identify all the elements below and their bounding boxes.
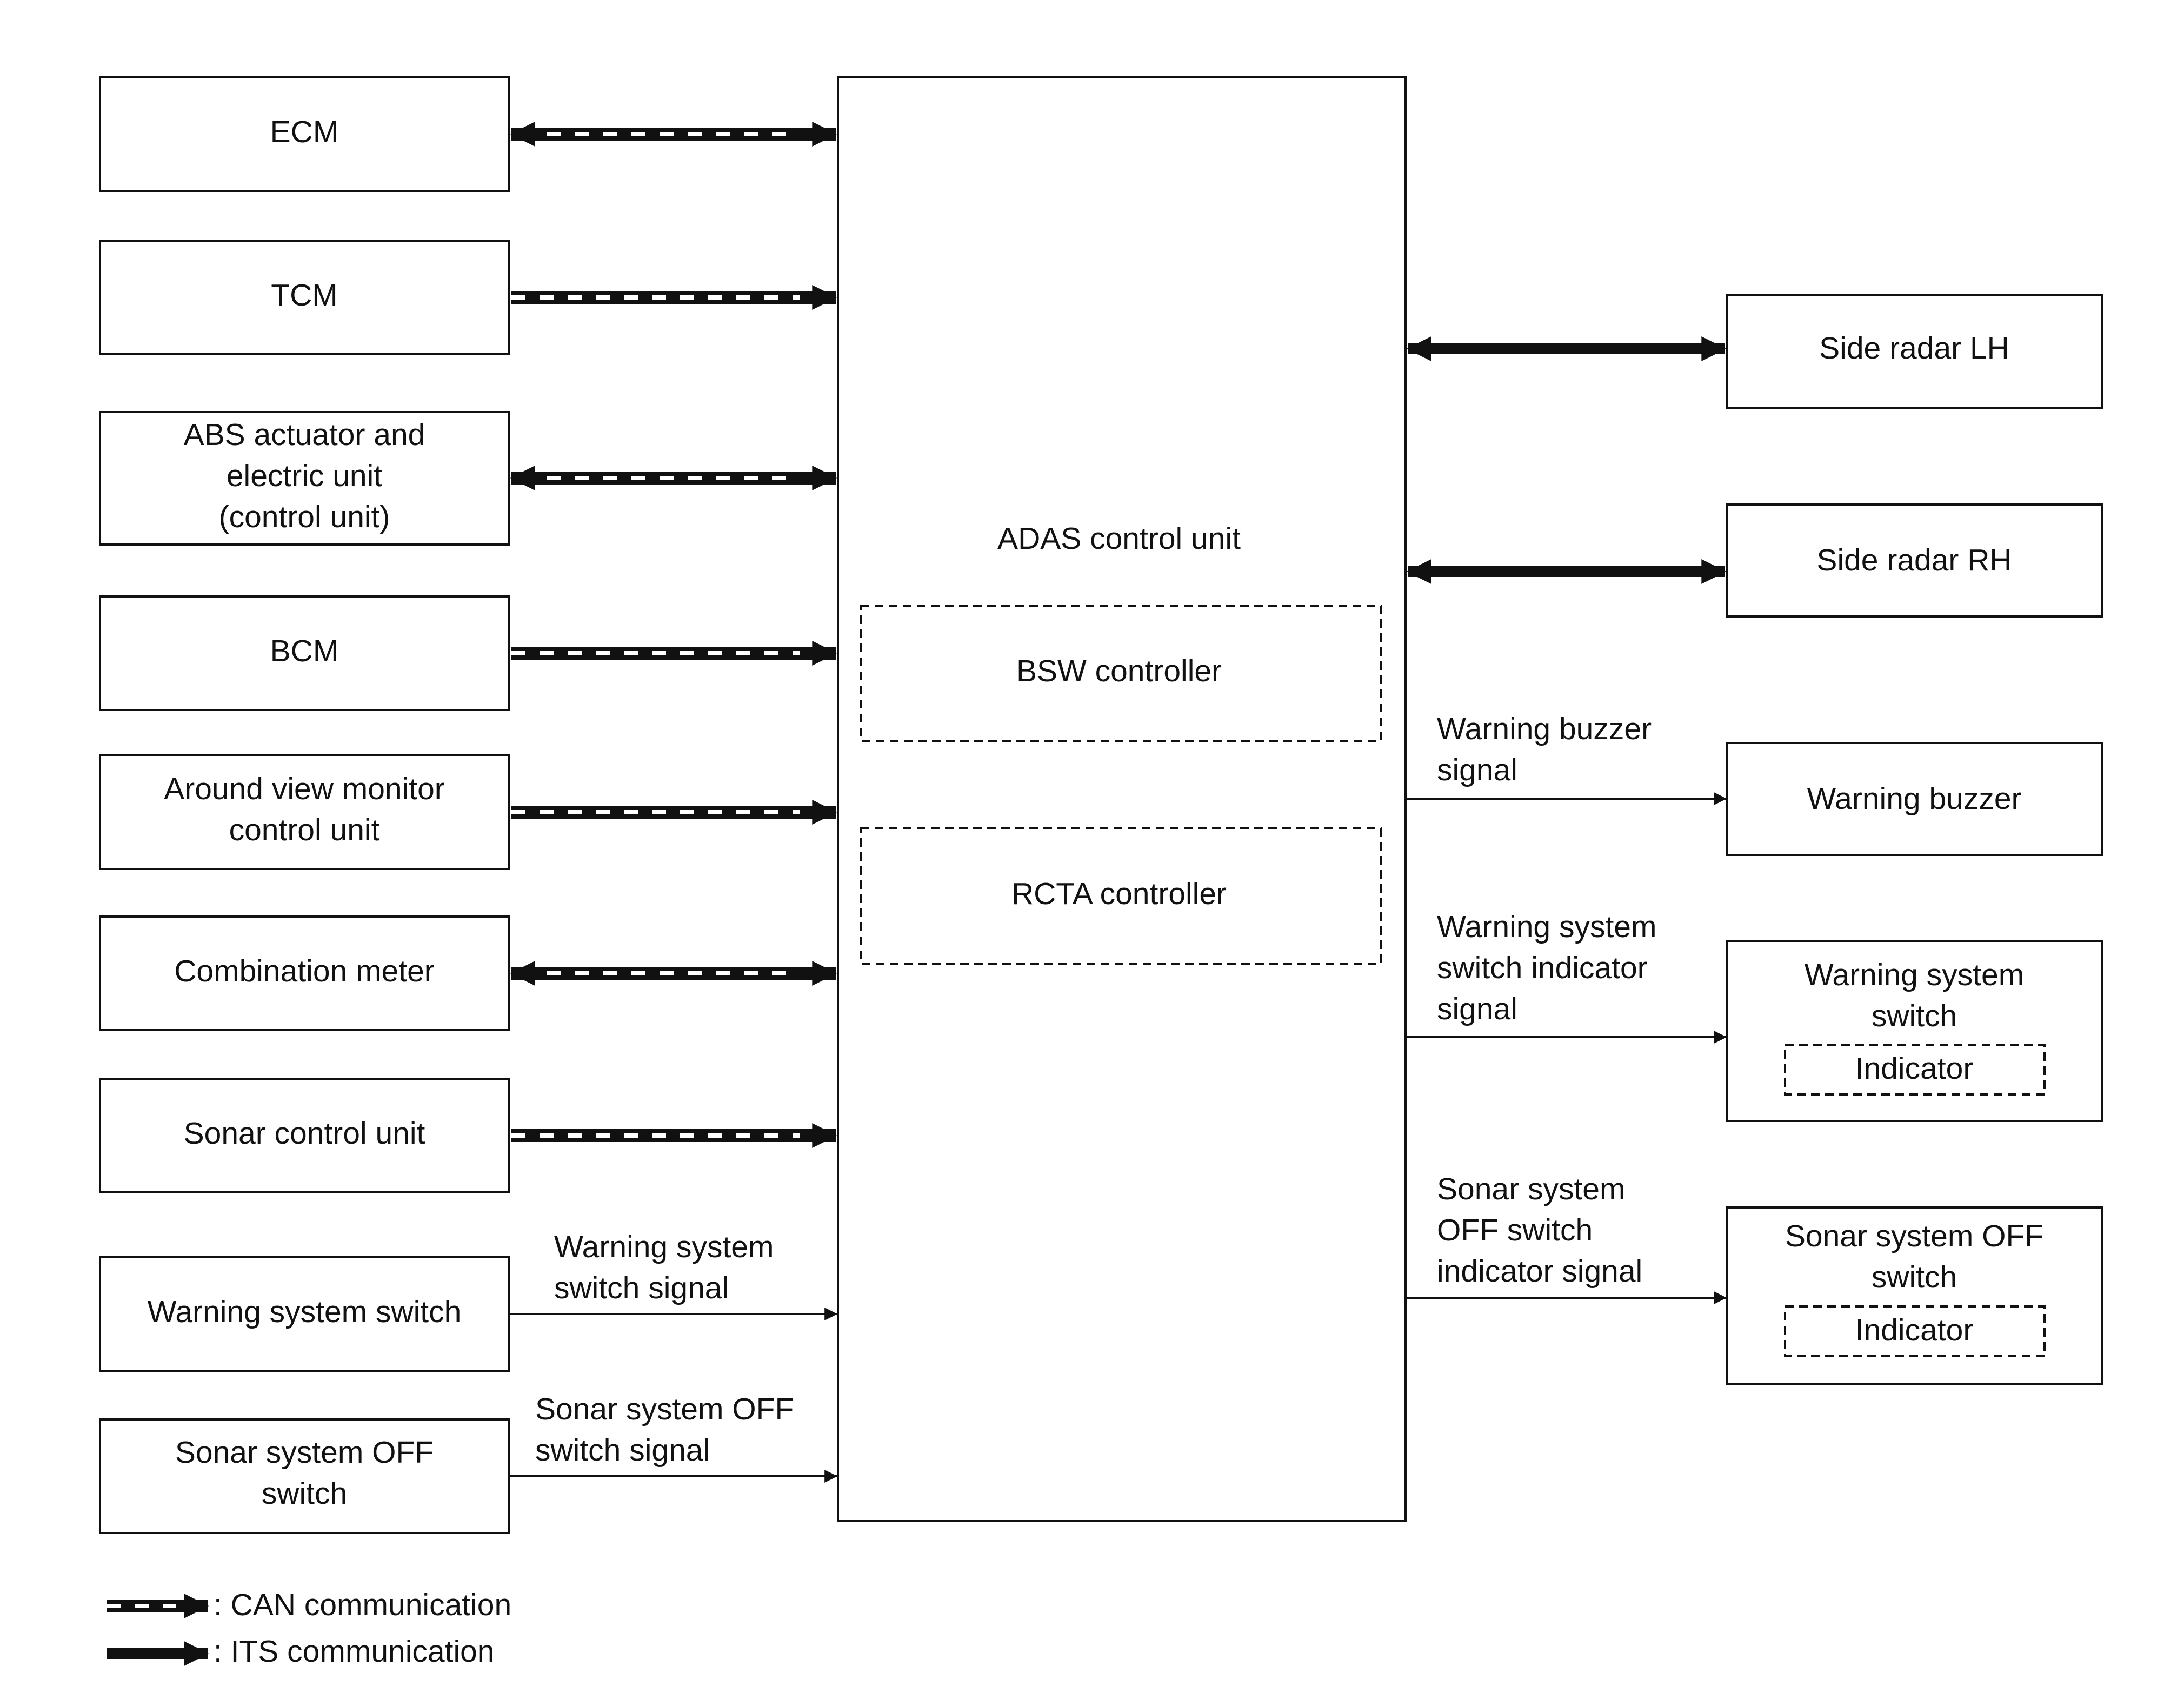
abs-label-line2: electric unit [227, 459, 382, 493]
wss-indicator-label: Indicator [1855, 1051, 1974, 1086]
sonar-control-unit-box [99, 1078, 510, 1193]
bcm-label: BCM [270, 634, 339, 668]
sonar-system-off-switch-right-box [1726, 1206, 2103, 1385]
warning-system-switch-label: Warning system switch [148, 1295, 462, 1329]
wss-signal-label-line1: Warning system [554, 1230, 774, 1264]
sonar-off-switch-label-line1: Sonar system OFF [175, 1435, 434, 1470]
sonar-off-right-label-line1: Sonar system OFF [1785, 1219, 2043, 1253]
wss-ind-signal-label-line3: signal [1437, 992, 1517, 1026]
buzzer-signal-label-line1: Warning buzzer [1437, 712, 1652, 746]
wss-ind-signal-label-line2: switch indicator [1437, 951, 1648, 985]
legend-its-label: : ITS communication [214, 1634, 495, 1669]
sonar-ind-signal-label-line1: Sonar system [1437, 1172, 1625, 1206]
warning-buzzer-label: Warning buzzer [1807, 781, 2021, 816]
warning-system-switch-box [99, 1256, 510, 1372]
adas-control-unit-label: ADAS control unit [997, 521, 1241, 556]
bcm-box [99, 595, 510, 711]
wss-right-label-line2: switch [1872, 999, 1957, 1033]
legend-can-label: : CAN communication [214, 1588, 511, 1622]
tcm-box [99, 240, 510, 355]
side-radar-rh-label: Side radar RH [1816, 543, 2012, 578]
tcm-label: TCM [271, 278, 337, 313]
wss-right-label-line1: Warning system [1805, 958, 2025, 992]
abs-label-line1: ABS actuator and [184, 417, 425, 452]
side-radar-rh-box [1726, 503, 2103, 618]
buzzer-signal-label-line2: signal [1437, 753, 1517, 787]
bsw-controller-box [860, 605, 1382, 742]
sonar-off-switch-label-line2: switch [262, 1476, 347, 1511]
side-radar-lh-box [1726, 294, 2103, 409]
wss-indicator-box [1784, 1044, 2046, 1096]
rcta-controller-label: RCTA controller [1011, 877, 1227, 911]
avm-label-line2: control unit [229, 813, 380, 847]
adas-control-unit-box [837, 76, 1407, 1522]
sonar-system-off-switch-box [99, 1418, 510, 1534]
wss-signal-label-line2: switch signal [554, 1271, 729, 1305]
rcta-controller-box [860, 827, 1382, 965]
warning-buzzer-box [1726, 742, 2103, 856]
ecm-box [99, 76, 510, 192]
sonar-off-right-label-line2: switch [1872, 1260, 1957, 1295]
side-radar-lh-label: Side radar LH [1819, 331, 2009, 366]
sonar-off-indicator-box [1784, 1305, 2046, 1357]
sonar-ind-signal-label-line2: OFF switch [1437, 1213, 1593, 1247]
sonar-ind-signal-label-line3: indicator signal [1437, 1254, 1642, 1289]
warning-system-switch-right-box [1726, 940, 2103, 1122]
wss-ind-signal-label-line1: Warning system [1437, 910, 1657, 944]
sonar-control-unit-label: Sonar control unit [184, 1116, 425, 1151]
sonar-off-signal-label-line1: Sonar system OFF [535, 1392, 794, 1426]
abs-label-line3: (control unit) [219, 500, 390, 534]
bsw-controller-label: BSW controller [1016, 654, 1222, 688]
avm-label-line1: Around view monitor [164, 772, 445, 806]
abs-actuator-box [99, 411, 510, 546]
combination-meter-box [99, 915, 510, 1031]
combination-meter-label: Combination meter [174, 954, 435, 988]
around-view-monitor-box [99, 754, 510, 870]
ecm-label: ECM [270, 115, 339, 149]
sonar-off-signal-label-line2: switch signal [535, 1433, 710, 1468]
sonar-off-indicator-label: Indicator [1855, 1313, 1974, 1348]
